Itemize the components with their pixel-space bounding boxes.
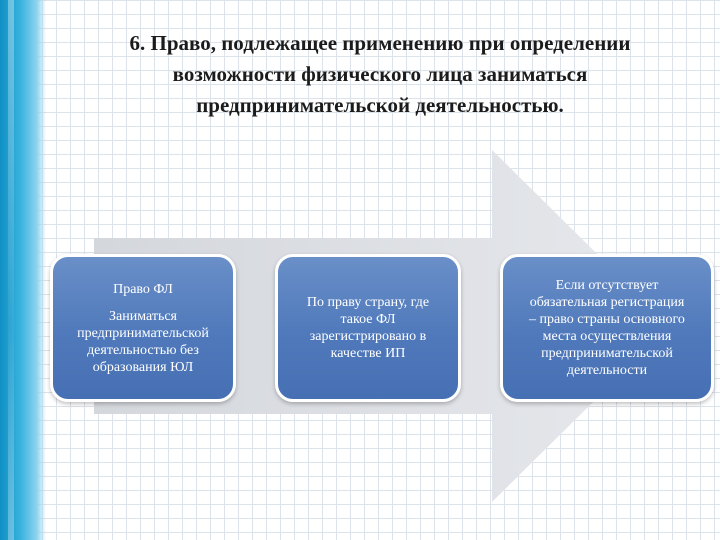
slide-title: 6. Право, подлежащее применению при опре… (60, 28, 700, 121)
step-1-heading: Право ФЛ (113, 281, 173, 297)
step-3-line-6: деятельности (566, 363, 648, 378)
step-2-line-2: такое ФЛ (340, 312, 396, 327)
step-1-line-3: деятельностью без (87, 342, 199, 358)
step-box-1: Право ФЛ Заниматься предпринимательской … (50, 254, 236, 402)
step-2-line-1: По праву страну, где (306, 295, 430, 310)
step-3-line-5: предпринимательской (541, 346, 673, 361)
title-line-2: возможности физического лица заниматься (172, 62, 588, 86)
title-line-1: 6. Право, подлежащее применению при опре… (129, 31, 631, 55)
step-3-line-1: Если отсутствует (555, 278, 659, 293)
step-2-line-4: качестве ИП (330, 346, 406, 361)
step-3-line-4: места осуществления (542, 329, 672, 344)
step-1-line-1: Заниматься (109, 308, 177, 324)
title-line-3: предпринимательской деятельностью. (196, 93, 564, 117)
step-1-line-2: предпринимательской (77, 325, 209, 341)
step-box-2: По праву страну, где такое ФЛ зарегистри… (275, 254, 461, 402)
step-1-line-4: образования ЮЛ (92, 359, 194, 375)
step-box-3: Если отсутствует обязательная регистраци… (500, 254, 714, 402)
step-3-line-3: – право страны основного (529, 312, 685, 327)
step-2-line-3: зарегистрировано в (309, 329, 427, 344)
left-accent-stripe (0, 0, 46, 540)
step-3-line-2: обязательная регистрация (529, 295, 685, 310)
